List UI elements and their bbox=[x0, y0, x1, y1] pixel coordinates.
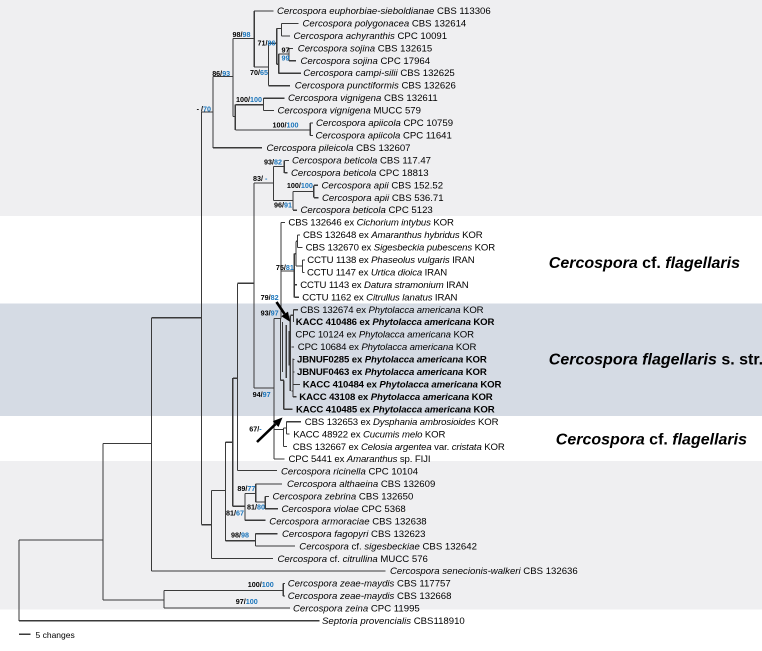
svg-text:100/100: 100/100 bbox=[248, 579, 274, 588]
svg-text:Cercospora beticola CBS 117.47: Cercospora beticola CBS 117.47 bbox=[292, 155, 431, 166]
svg-text:81/67: 81/67 bbox=[226, 508, 244, 517]
svg-text:Cercospora beticola CPC 18813: Cercospora beticola CPC 18813 bbox=[291, 167, 429, 178]
svg-text:Cercospora sojina CBS 132615: Cercospora sojina CBS 132615 bbox=[298, 43, 432, 54]
svg-text:Cercospora euphorbiae-sieboldi: Cercospora euphorbiae-sieboldianae CBS 1… bbox=[277, 6, 491, 17]
svg-text:Cercospora beticola CPC 5123: Cercospora beticola CPC 5123 bbox=[301, 205, 433, 216]
svg-text:CPC 10684 ex Phytolacca americ: CPC 10684 ex Phytolacca americana KOR bbox=[298, 342, 477, 353]
svg-text:Cercospora ricinella CPC 10104: Cercospora ricinella CPC 10104 bbox=[281, 466, 419, 477]
svg-text:Cercospora cf. flagellaris: Cercospora cf. flagellaris bbox=[549, 255, 740, 272]
svg-text:Cercospora senecionis-walkeri: Cercospora senecionis-walkeri CBS 132636 bbox=[390, 566, 578, 577]
svg-text:Cercospora polygonacea CBS 132: Cercospora polygonacea CBS 132614 bbox=[303, 18, 467, 29]
svg-text:CCTU 1162 ex Citrullus lanatus: CCTU 1162 ex Citrullus lanatus IRAN bbox=[302, 292, 457, 303]
svg-text:Cercospora flagellaris s. str.: Cercospora flagellaris s. str. bbox=[549, 351, 762, 368]
svg-text:- /70: - /70 bbox=[197, 104, 211, 113]
svg-text:75/81: 75/81 bbox=[276, 263, 294, 272]
svg-text:Cercospora zeae-maydis CBS 132: Cercospora zeae-maydis CBS 132668 bbox=[288, 591, 452, 602]
svg-text:CBS 132653 ex Dysphania ambros: CBS 132653 ex Dysphania ambrosioides KOR bbox=[305, 416, 499, 427]
svg-text:98/98: 98/98 bbox=[231, 530, 249, 539]
svg-text:KACC 410484 ex Phytolacca amer: KACC 410484 ex Phytolacca americana KOR bbox=[303, 379, 502, 390]
svg-text:Cercospora cf. flagellaris: Cercospora cf. flagellaris bbox=[556, 431, 747, 448]
svg-text:Cercospora punctiformis CBS 13: Cercospora punctiformis CBS 132626 bbox=[295, 80, 456, 91]
svg-text:Cercospora apii CBS 536.71: Cercospora apii CBS 536.71 bbox=[322, 192, 444, 203]
svg-text:79/82: 79/82 bbox=[261, 293, 279, 302]
svg-text:Cercospora apiicola CPC 11641: Cercospora apiicola CPC 11641 bbox=[316, 130, 452, 141]
svg-text:5 changes: 5 changes bbox=[36, 630, 75, 640]
svg-text:Cercospora zebrina CBS 132650: Cercospora zebrina CBS 132650 bbox=[273, 491, 414, 502]
svg-text:86/93: 86/93 bbox=[212, 68, 230, 77]
svg-text:71/86: 71/86 bbox=[258, 38, 276, 47]
svg-text:93/97: 93/97 bbox=[261, 308, 279, 317]
svg-text:Cercospora violae CPC 5368: Cercospora violae CPC 5368 bbox=[282, 504, 406, 515]
svg-text:Septoria provencialis CBS11891: Septoria provencialis CBS118910 bbox=[322, 616, 465, 627]
svg-text:Cercospora vignigena CBS 13261: Cercospora vignigena CBS 132611 bbox=[288, 93, 438, 104]
svg-text:81/80: 81/80 bbox=[247, 502, 265, 511]
svg-text:Cercospora sojina CPC 17964: Cercospora sojina CPC 17964 bbox=[301, 55, 431, 66]
svg-text:99: 99 bbox=[282, 53, 290, 62]
svg-text:Cercospora zeae-maydis CBS 117: Cercospora zeae-maydis CBS 117757 bbox=[288, 578, 451, 589]
svg-text:96/91: 96/91 bbox=[274, 200, 292, 209]
svg-text:70/65: 70/65 bbox=[250, 67, 268, 76]
svg-text:CBS 132667 ex Celosia argentea: CBS 132667 ex Celosia argentea var. cris… bbox=[293, 441, 505, 452]
svg-text:CBS 132648 ex Amaranthus hybri: CBS 132648 ex Amaranthus hybridus KOR bbox=[303, 230, 483, 241]
svg-text:89/77: 89/77 bbox=[237, 483, 255, 492]
svg-text:Cercospora cf. citrullina MUCC: Cercospora cf. citrullina MUCC 576 bbox=[278, 553, 428, 564]
svg-text:JBNUF0285 ex Phytolacca americ: JBNUF0285 ex Phytolacca americana KOR bbox=[297, 354, 487, 365]
svg-text:97: 97 bbox=[282, 45, 290, 54]
svg-text:KACC 410486 ex Phytolacca amer: KACC 410486 ex Phytolacca americana KOR bbox=[296, 317, 495, 328]
svg-text:Cercospora pileicola CBS 13260: Cercospora pileicola CBS 132607 bbox=[267, 142, 411, 153]
svg-text:KACC 43108 ex Phytolacca ameri: KACC 43108 ex Phytolacca americana KOR bbox=[299, 391, 492, 402]
svg-text:Cercospora zeina CPC 11995: Cercospora zeina CPC 11995 bbox=[293, 603, 420, 614]
svg-text:Cercospora armoraciae CBS 1326: Cercospora armoraciae CBS 132638 bbox=[269, 516, 426, 527]
svg-text:KACC 410485 ex Phytolacca amer: KACC 410485 ex Phytolacca americana KOR bbox=[296, 404, 495, 415]
svg-text:100/100: 100/100 bbox=[287, 181, 313, 190]
svg-text:CCTU 1143 ex Datura stramonium: CCTU 1143 ex Datura stramonium IRAN bbox=[300, 279, 469, 290]
svg-text:Cercospora althaeina CBS 13260: Cercospora althaeina CBS 132609 bbox=[287, 479, 435, 490]
svg-text:CBS 132646 ex Cichorium intybu: CBS 132646 ex Cichorium intybus KOR bbox=[288, 217, 454, 228]
svg-text:Cercospora vignigena MUCC 579: Cercospora vignigena MUCC 579 bbox=[278, 105, 421, 116]
svg-text:93/82: 93/82 bbox=[264, 157, 282, 166]
svg-text:CCTU 1147 ex Urtica dioica IRA: CCTU 1147 ex Urtica dioica IRAN bbox=[307, 267, 447, 278]
svg-text:CCTU 1138 ex Phaseolus vulgari: CCTU 1138 ex Phaseolus vulgaris IRAN bbox=[307, 255, 474, 266]
svg-text:98/98: 98/98 bbox=[233, 29, 251, 38]
svg-text:Cercospora apii CBS 152.52: Cercospora apii CBS 152.52 bbox=[322, 180, 444, 191]
svg-text:CBS 132674 ex Phytolacca ameri: CBS 132674 ex Phytolacca americana KOR bbox=[300, 304, 483, 315]
svg-text:KACC 48922 ex Cucumis melo KOR: KACC 48922 ex Cucumis melo KOR bbox=[293, 429, 445, 440]
svg-text:100/100: 100/100 bbox=[236, 95, 262, 104]
svg-text:CPC 5441 ex Amaranthus sp. FIJ: CPC 5441 ex Amaranthus sp. FIJI bbox=[289, 454, 431, 465]
svg-text:Cercospora achyranthis CPC 100: Cercospora achyranthis CPC 10091 bbox=[294, 30, 448, 41]
svg-text:94/97: 94/97 bbox=[253, 390, 271, 399]
svg-text:CPC 10124 ex Phytolacca americ: CPC 10124 ex Phytolacca americana KOR bbox=[295, 329, 474, 340]
svg-text:JBNUF0463 ex Phytolacca americ: JBNUF0463 ex Phytolacca americana KOR bbox=[297, 367, 487, 378]
svg-text:83/ -: 83/ - bbox=[253, 174, 268, 183]
svg-text:67/-: 67/- bbox=[249, 424, 262, 433]
svg-text:Cercospora fagopyri CBS 132623: Cercospora fagopyri CBS 132623 bbox=[282, 528, 425, 539]
svg-text:100/100: 100/100 bbox=[273, 120, 299, 129]
svg-text:Cercospora cf. sigesbeckiae CB: Cercospora cf. sigesbeckiae CBS 132642 bbox=[299, 541, 477, 552]
svg-text:CBS 132670 ex Sigesbeckia pube: CBS 132670 ex Sigesbeckia pubescens KOR bbox=[306, 242, 496, 253]
svg-text:Cercospora campi-silii CBS 132: Cercospora campi-silii CBS 132625 bbox=[303, 68, 454, 79]
svg-text:97/100: 97/100 bbox=[236, 597, 258, 606]
svg-text:Cercospora apiicola CPC 10759: Cercospora apiicola CPC 10759 bbox=[316, 118, 453, 129]
